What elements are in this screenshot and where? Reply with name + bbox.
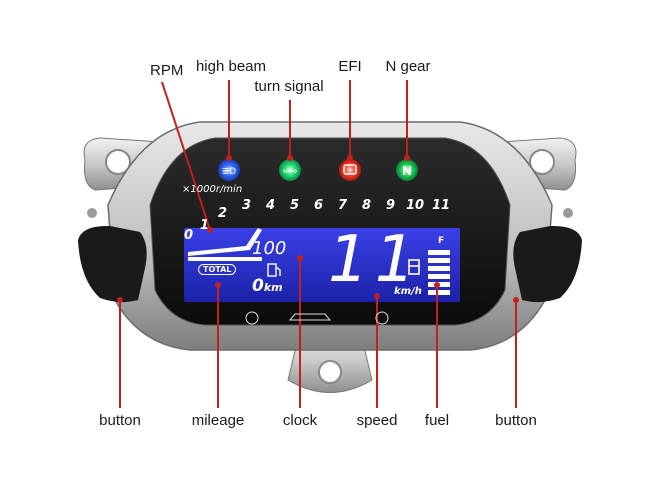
callout-lines — [119, 80, 517, 408]
svg-text:N: N — [402, 164, 412, 178]
rpm-tick: 4 — [266, 198, 276, 213]
rpm-callout-label: RPM — [150, 62, 184, 79]
efi-callout-label: EFI — [338, 58, 362, 75]
mileage-unit: km — [263, 281, 283, 294]
total-badge: TOTAL — [198, 264, 237, 275]
high-beam-callout-label: high beam — [195, 58, 267, 75]
mileage-readout: 0km — [252, 276, 283, 296]
speed-callout-label: speed — [356, 412, 398, 429]
turn-signal-callout-label: turn signal — [254, 78, 324, 95]
n-gear-callout-label: N gear — [385, 58, 431, 75]
small-fuel-icon — [267, 263, 281, 277]
button-right-callout-label: button — [495, 412, 537, 429]
rpm-tick: 2 — [218, 206, 228, 221]
mileage-value: 0 — [252, 276, 264, 296]
rpm-tick: 0 — [184, 228, 194, 243]
fuel-callout-label: fuel — [424, 412, 450, 429]
rpm-tick: 6 — [314, 198, 324, 213]
button-left-callout-label: button — [99, 412, 141, 429]
speed-unit: km/h — [394, 286, 422, 297]
rpm-tick: 9 — [386, 198, 396, 213]
svg-text:⇦⇨: ⇦⇨ — [282, 167, 298, 177]
rpm-tick: 8 — [362, 198, 372, 213]
rpm-tick: 7 — [338, 198, 348, 213]
rpm-tick: 1 — [200, 218, 210, 233]
rpm-bar — [188, 228, 262, 261]
speed-readout: 11 — [328, 223, 422, 297]
right-button-shape — [513, 225, 582, 303]
left-button-shape — [78, 225, 147, 303]
rpm-tick: 11 — [432, 198, 451, 213]
lcd-panel — [184, 228, 460, 302]
clock-callout-label: clock — [282, 412, 318, 429]
rpm-unit-label: ×1000r/min — [182, 184, 243, 195]
lens-emblems — [245, 311, 389, 325]
rpm-tick: 10 — [406, 198, 425, 213]
clock-readout: 100 — [252, 238, 287, 259]
svg-text:≣D: ≣D — [222, 167, 237, 177]
fuel-full-marker: F — [438, 236, 445, 246]
fuel-pump-icon — [408, 259, 420, 275]
rpm-tick-labels: 0 1 2 3 4 5 6 7 8 9 10 11 — [184, 198, 464, 243]
rpm-tick: 3 — [242, 198, 252, 213]
rpm-tick: 5 — [290, 198, 300, 213]
indicator-leds: ≣D ⇦⇨ N — [218, 159, 418, 181]
mileage-callout-label: mileage — [191, 412, 245, 429]
